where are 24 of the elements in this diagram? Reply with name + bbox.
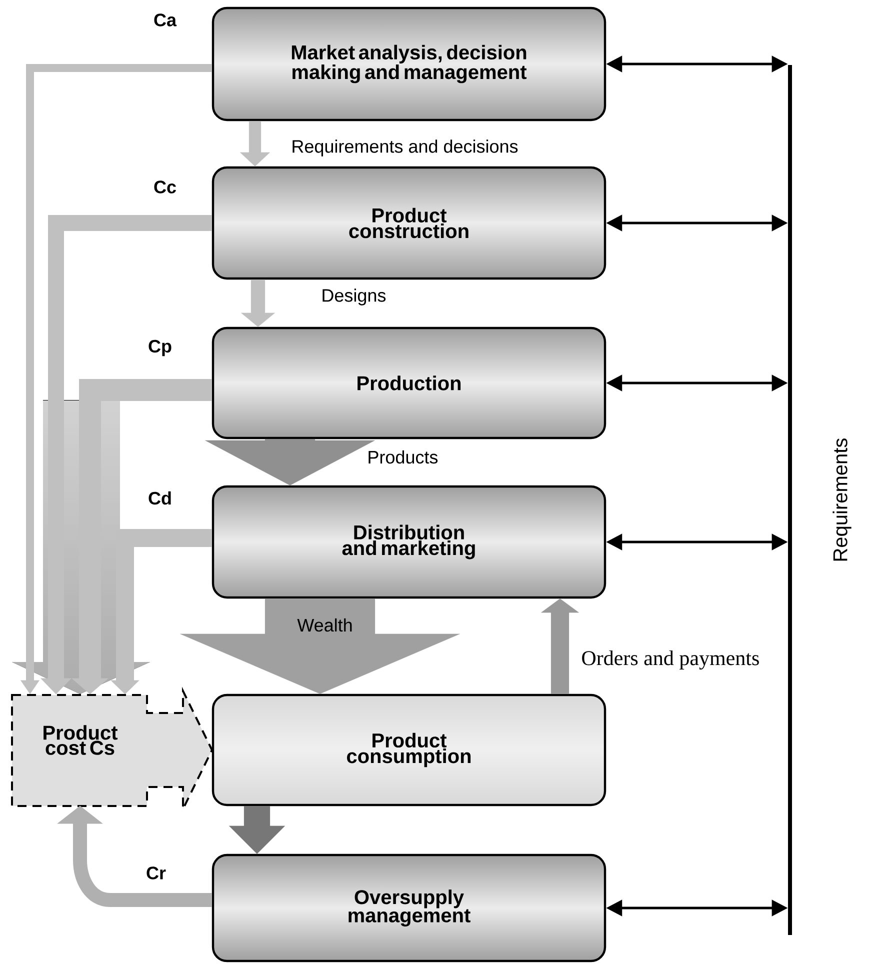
process-box: Production	[212, 326, 606, 440]
process-box: Market analysis, decision making and management	[212, 6, 606, 122]
cost-label: Cc	[154, 180, 176, 194]
edge-label: Designs	[320, 288, 388, 306]
process-box: Product consumption	[212, 694, 606, 806]
edge-label: Requirements and decisions	[290, 138, 520, 158]
block-arrow	[240, 121, 270, 166]
block-arrow	[240, 280, 276, 327]
block-arrow	[228, 806, 286, 854]
edge-label: Wealth	[297, 618, 352, 632]
process-box: Distribution and marketing	[212, 485, 606, 599]
block-arrow	[180, 598, 460, 694]
block-arrow	[540, 598, 580, 694]
dashed-arrow-box: Product cost Cs	[11, 686, 214, 814]
cost-label: Ca	[154, 14, 177, 26]
cost-label: Cd	[148, 491, 171, 505]
edge-label: Orders and payments	[580, 649, 761, 671]
side-label: Requirements	[832, 438, 852, 561]
edge-label: Products	[366, 449, 440, 465]
cost-label: Cr	[146, 866, 166, 880]
process-box: Oversupply management	[212, 854, 606, 962]
block-arrow	[204, 439, 376, 486]
process-box: Product construction	[212, 166, 606, 280]
cost-label: Cp	[148, 340, 172, 356]
